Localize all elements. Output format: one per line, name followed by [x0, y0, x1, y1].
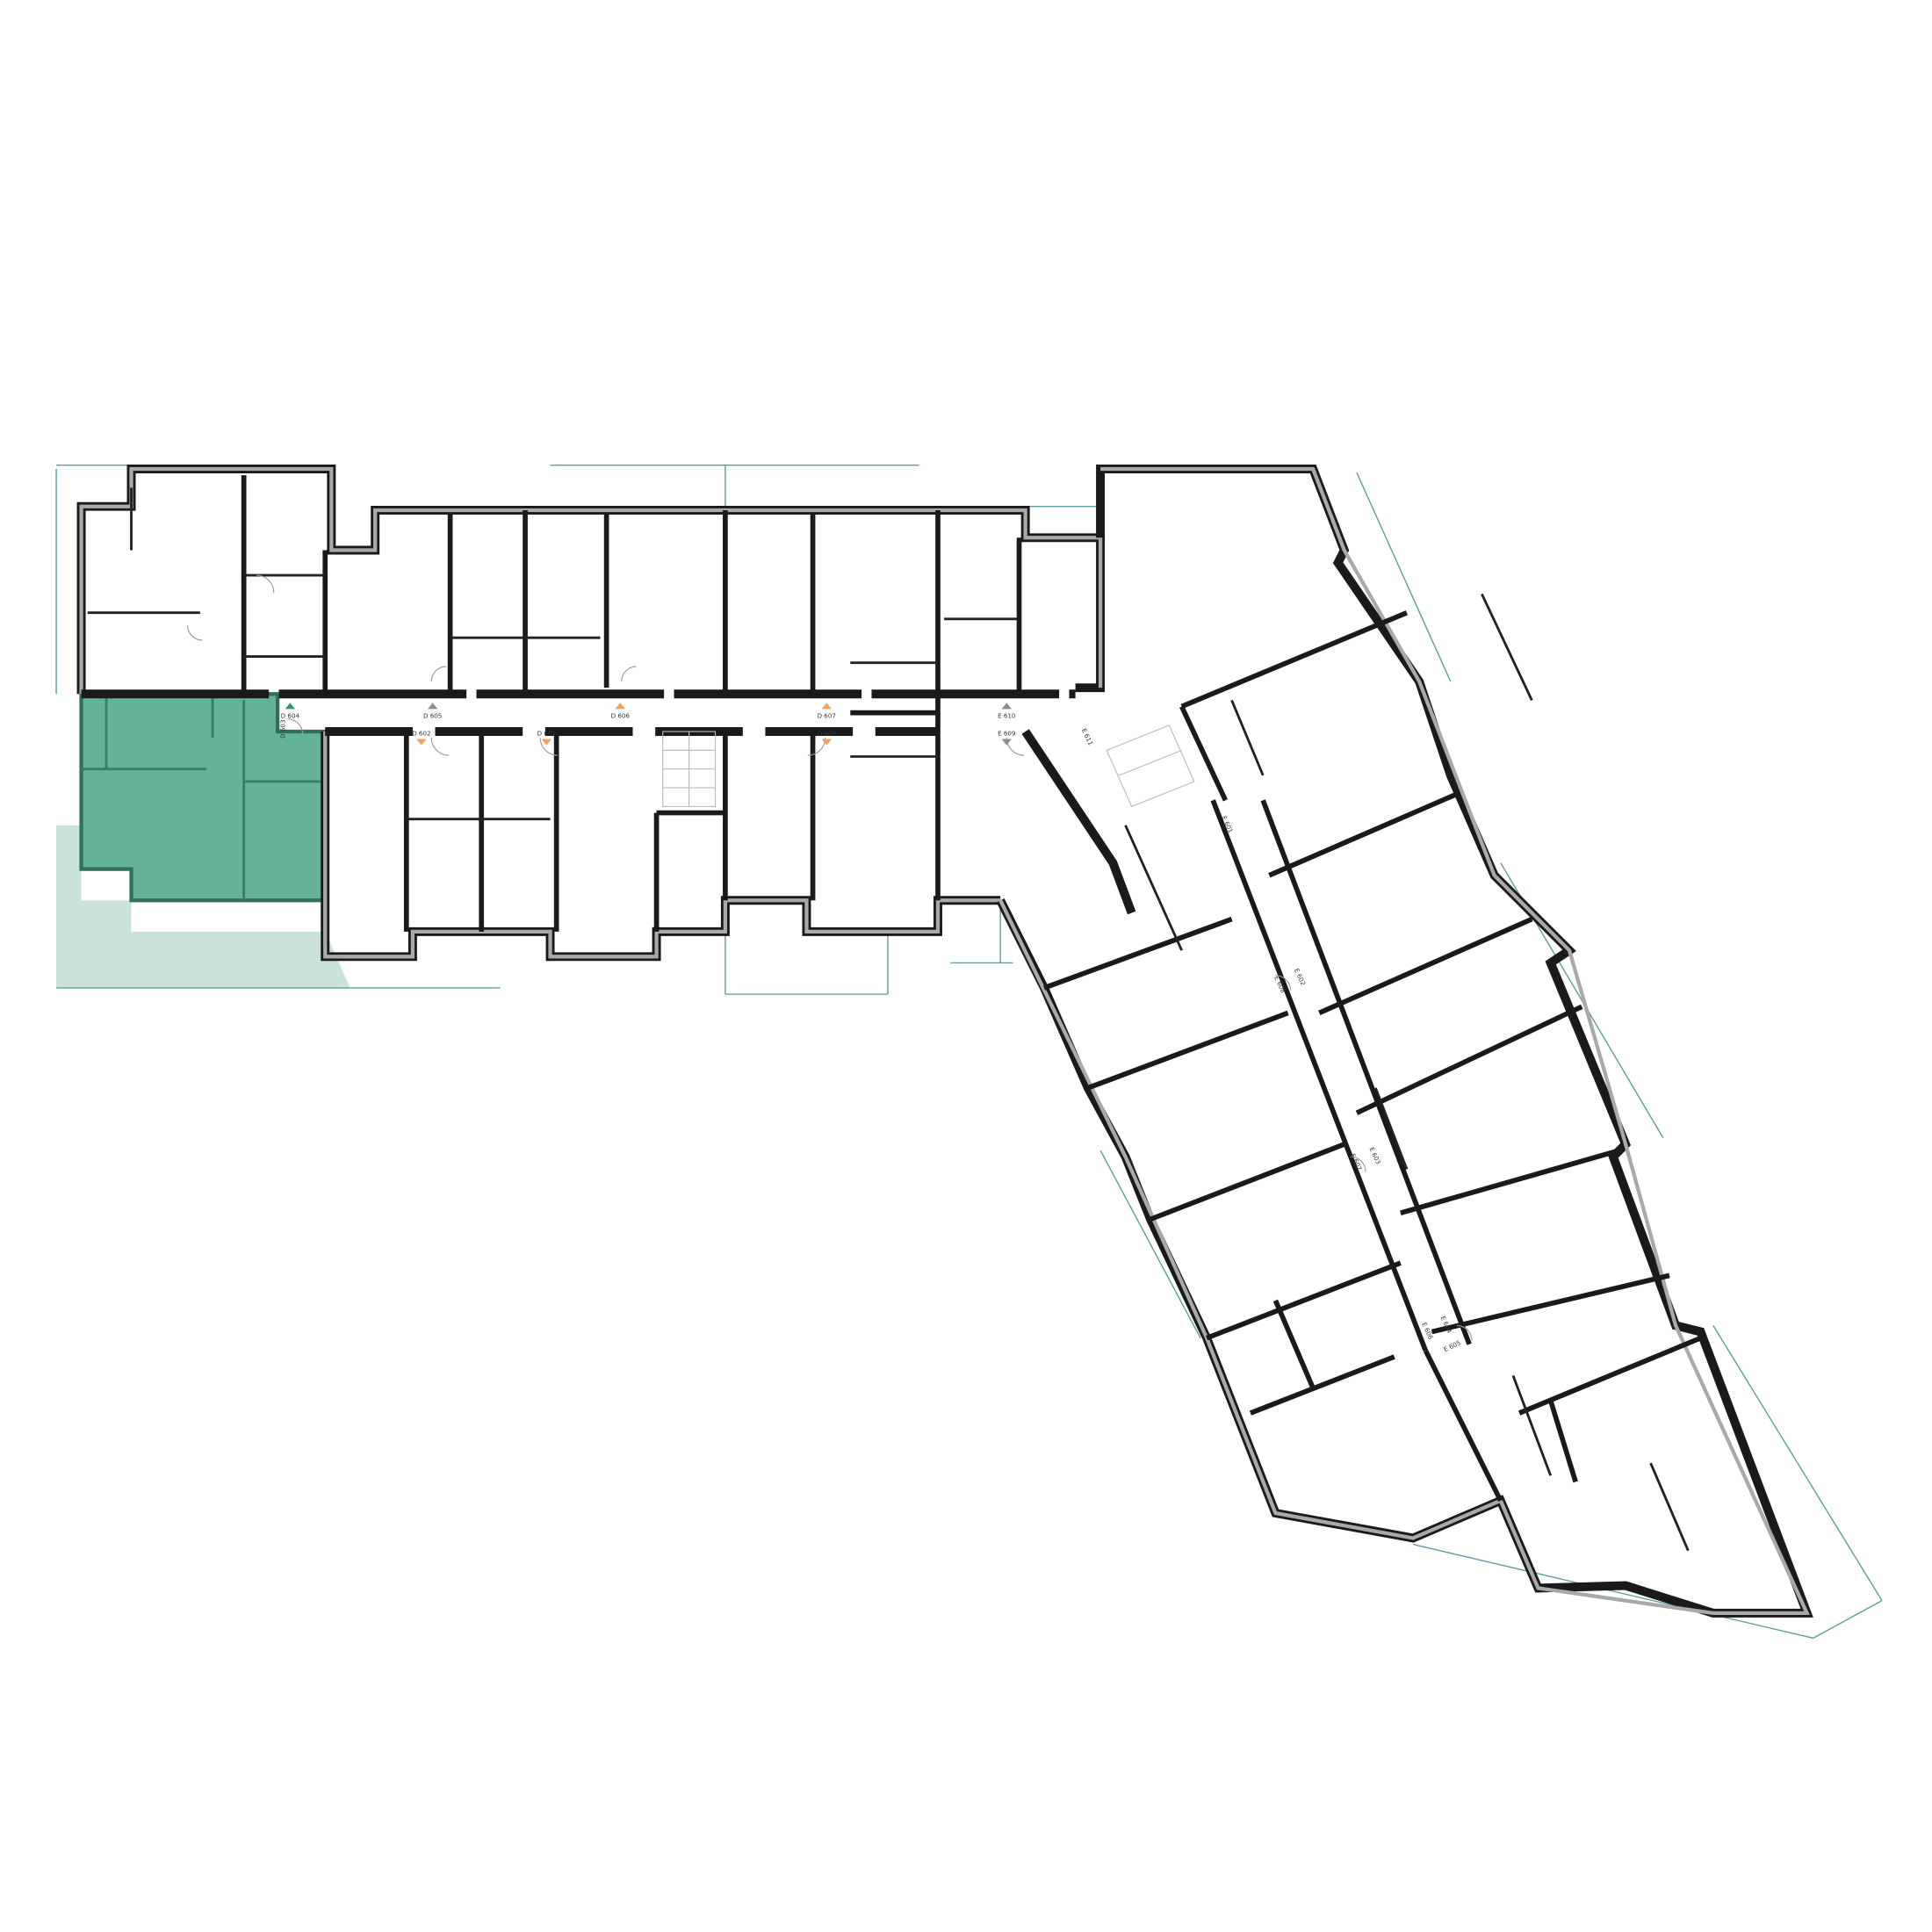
- selected-apartment[interactable]: [79, 692, 328, 903]
- staircase-right: [1106, 724, 1195, 808]
- left-wing-partitions: [87, 475, 1022, 932]
- unit-labels: D 604 D 603 D 605 D 606 D 607 D 602 D 60…: [279, 703, 1462, 1353]
- unit-label[interactable]: D 602: [412, 729, 430, 737]
- unit-label[interactable]: E 603: [1367, 1146, 1382, 1165]
- terrace-highlight[interactable]: [56, 825, 350, 988]
- right-wing-walls: [996, 464, 1813, 1618]
- unit-label[interactable]: E 602: [1293, 967, 1308, 986]
- unit-label[interactable]: E 610: [998, 711, 1016, 719]
- unit-label[interactable]: D 603: [279, 720, 287, 739]
- selected-apartment-walls: [81, 694, 326, 901]
- unit-label[interactable]: E 611: [1080, 727, 1095, 746]
- unit-label[interactable]: E 609: [998, 729, 1016, 737]
- right-wing-partitions: [1043, 593, 1702, 1552]
- unit-label[interactable]: D 605: [423, 711, 442, 719]
- unit-label[interactable]: D 607: [818, 711, 836, 719]
- door-swings: [187, 574, 1473, 1341]
- unit-label[interactable]: E 605: [1442, 1338, 1461, 1353]
- unit-label[interactable]: D 608: [818, 729, 837, 737]
- unit-label[interactable]: D 604: [281, 711, 300, 719]
- unit-label[interactable]: D 601: [537, 729, 556, 737]
- unit-label[interactable]: D 606: [611, 711, 631, 719]
- staircase-left: [662, 731, 717, 808]
- dimension-lines: [55, 464, 1883, 1640]
